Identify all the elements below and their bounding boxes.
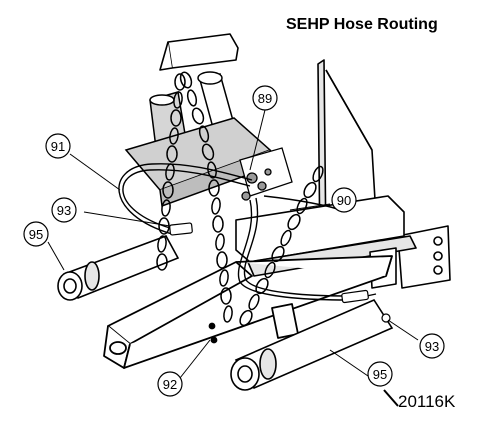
- callout-89-label: 89: [258, 91, 272, 106]
- lift-chain-center: [179, 71, 233, 323]
- hose-fittings: [169, 222, 391, 323]
- callout-95-right-label: 95: [373, 367, 387, 382]
- callout-89: 89: [252, 85, 278, 111]
- callout-92: 92: [157, 371, 183, 397]
- leader-lines: [47, 109, 419, 407]
- hydraulic-hoses: [118, 163, 377, 301]
- callout-93-left: 93: [51, 197, 77, 223]
- cylinder-lower: [230, 298, 394, 391]
- callout-93-left-label: 93: [57, 203, 71, 218]
- callout-95-left-label: 95: [29, 227, 43, 242]
- callout-90-label: 90: [337, 193, 351, 208]
- lift-cylinder: [124, 71, 273, 208]
- callout-91: 91: [45, 133, 71, 159]
- callout-93-right-label: 93: [425, 339, 439, 354]
- callout-95-left: 95: [23, 221, 49, 247]
- callout-90: 90: [331, 187, 357, 213]
- lift-chain-right: [239, 165, 324, 327]
- cylinder-left: [57, 235, 180, 301]
- callout-95-right: 95: [367, 361, 393, 387]
- page-title: SEHP Hose Routing: [286, 16, 438, 33]
- callout-93-right: 93: [419, 333, 445, 359]
- callout-91-label: 91: [51, 139, 65, 154]
- callout-92-label: 92: [163, 377, 177, 392]
- figure-number: 20116K: [398, 392, 456, 411]
